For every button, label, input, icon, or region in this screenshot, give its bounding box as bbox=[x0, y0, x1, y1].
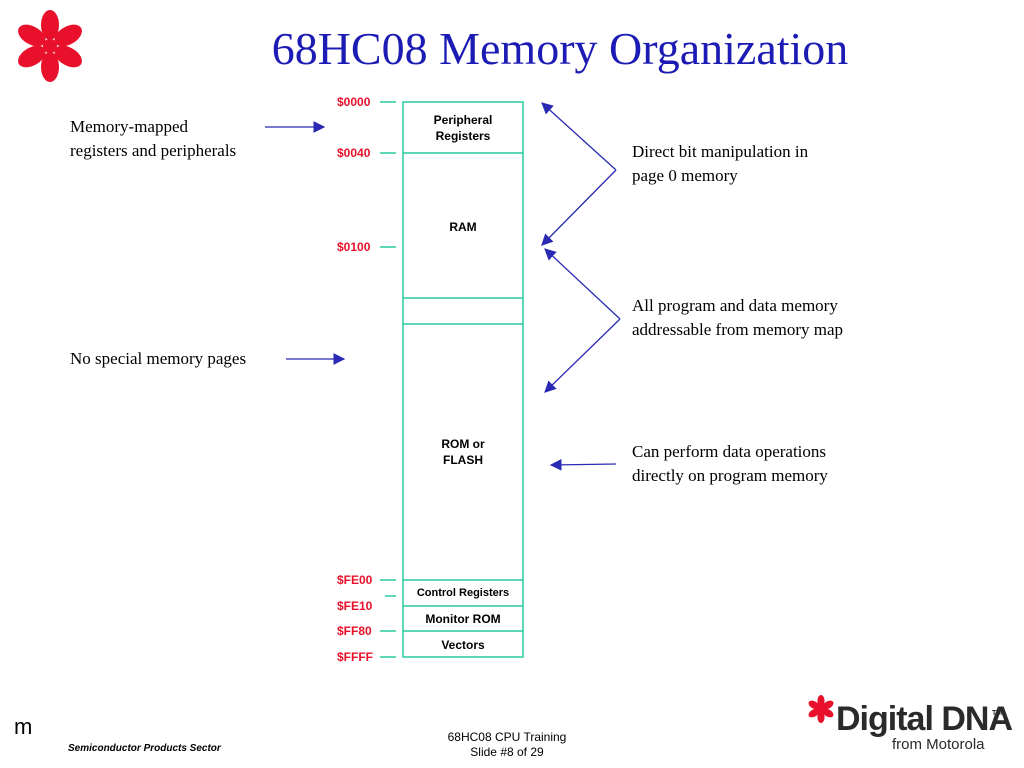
footer-training-info: 68HC08 CPU Training Slide #8 of 29 bbox=[407, 730, 607, 760]
footer-training-title: 68HC08 CPU Training bbox=[447, 730, 567, 744]
address-ff80: $FF80 bbox=[337, 624, 372, 638]
block-rom-flash: ROM or FLASH bbox=[441, 437, 485, 467]
note-memory-mapped: Memory-mapped registers and peripherals bbox=[70, 117, 237, 160]
digital-dna-wordmark: Digital DNA bbox=[836, 700, 1013, 738]
digital-dna-trademark: TM bbox=[992, 710, 1003, 717]
address-0100: $0100 bbox=[337, 240, 371, 254]
memory-map-diagram bbox=[265, 101, 621, 658]
arrow-direct-bit-top bbox=[541, 102, 617, 171]
note-all-program: All program and data memory addressable … bbox=[632, 296, 844, 339]
address-fe10: $FE10 bbox=[337, 599, 373, 613]
arrow-data-ops bbox=[549, 458, 617, 471]
block-control-registers: Control Registers bbox=[416, 587, 510, 599]
note-data-ops: Can perform data operations directly on … bbox=[632, 442, 828, 485]
footer-slide-number: Slide #8 of 29 bbox=[470, 745, 544, 759]
address-fe00: $FE00 bbox=[337, 573, 373, 587]
red-flower-logo-icon bbox=[18, 10, 82, 82]
note-no-pages: No special memory pages bbox=[70, 349, 247, 368]
note-direct-bit: Direct bit manipulation in page 0 memory bbox=[632, 142, 809, 185]
digital-dna-logo-icon bbox=[808, 695, 834, 723]
arrow-all-program-top bbox=[544, 248, 621, 320]
block-monitor-rom: Monitor ROM bbox=[425, 612, 501, 626]
footer-sector: Semiconductor Products Sector bbox=[68, 743, 221, 754]
block-peripheral-registers: Peripheral Registers bbox=[433, 113, 493, 143]
block-ram: RAM bbox=[449, 220, 477, 234]
address-0000: $0000 bbox=[337, 95, 371, 109]
arrow-direct-bit-bottom bbox=[541, 169, 617, 246]
address-ffff: $FFFF bbox=[337, 650, 373, 664]
slide-title: 68HC08 Memory Organization bbox=[271, 23, 849, 74]
address-0040: $0040 bbox=[337, 146, 371, 160]
memory-map-outline bbox=[402, 101, 524, 658]
arrow-all-program-bottom bbox=[544, 318, 621, 393]
digital-dna-subtitle: from Motorola bbox=[892, 736, 985, 753]
motorola-m-logo: m bbox=[14, 714, 33, 739]
block-vectors: Vectors bbox=[441, 638, 485, 652]
